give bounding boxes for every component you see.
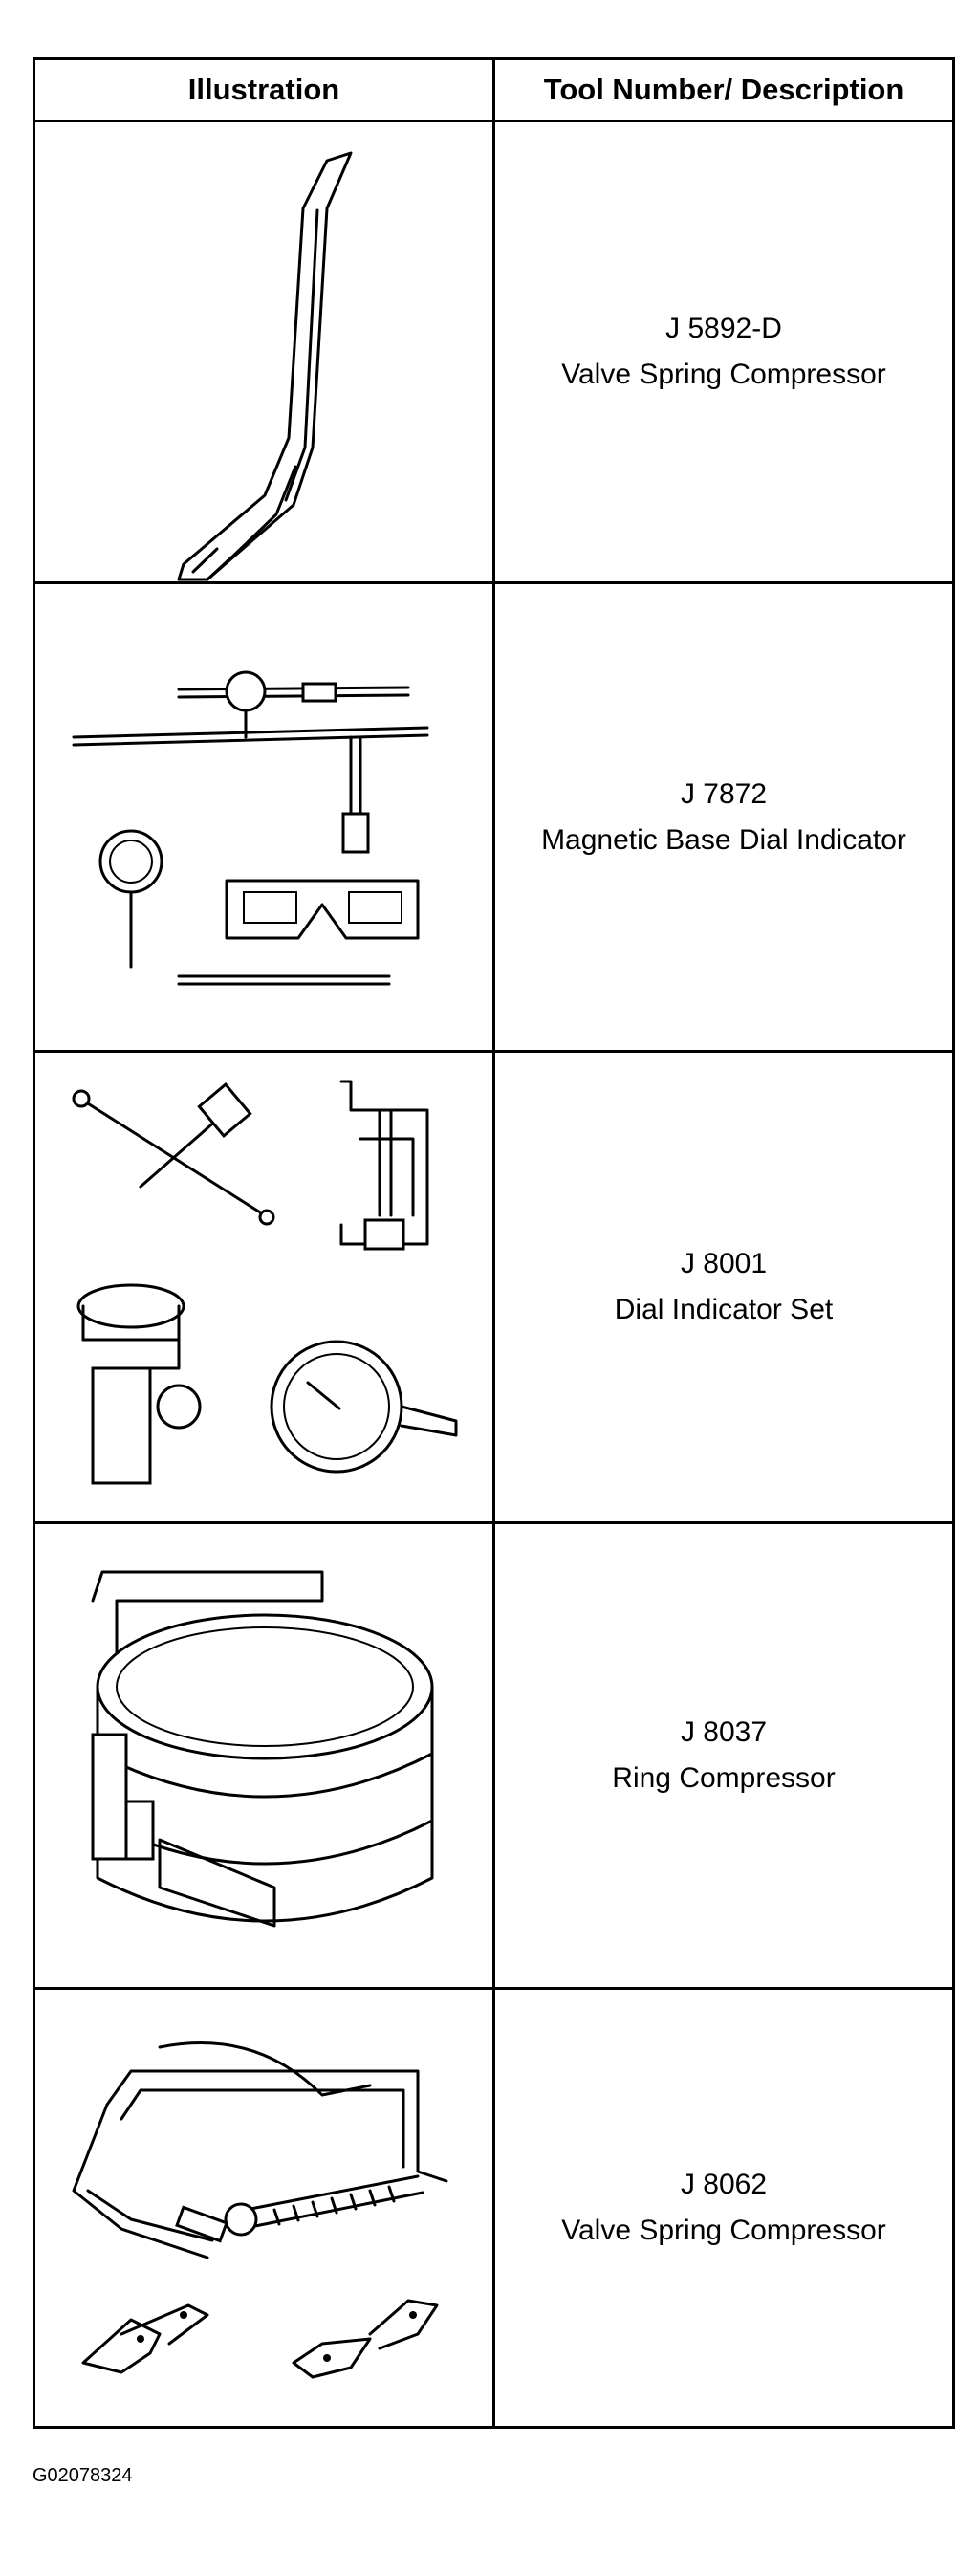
tool-description-cell: J 8037 Ring Compressor bbox=[495, 1524, 952, 1987]
tool-table: Illustration Tool Number/ Description J … bbox=[33, 57, 955, 2429]
figure-id: G02078324 bbox=[33, 2465, 133, 2486]
row-divider bbox=[35, 1521, 952, 1524]
tool-number: J 8001 bbox=[680, 1248, 768, 1279]
row-divider bbox=[35, 581, 952, 584]
row-divider bbox=[35, 1050, 952, 1053]
table-row: J 8062 Valve Spring Compressor bbox=[35, 1990, 952, 2426]
tool-description-cell: J 5892-D Valve Spring Compressor bbox=[495, 122, 952, 581]
tool-description: Magnetic Base Dial Indicator bbox=[541, 823, 906, 856]
table-row: J 5892-D Valve Spring Compressor bbox=[35, 122, 952, 581]
tool-description-cell: J 8062 Valve Spring Compressor bbox=[495, 1990, 952, 2426]
table-row: J 7872 Magnetic Base Dial Indicator bbox=[35, 584, 952, 1050]
header-tool-description: Tool Number/ Description bbox=[543, 73, 904, 106]
table-row: J 8037 Ring Compressor bbox=[35, 1524, 952, 1987]
tool-number: J 8037 bbox=[680, 1716, 768, 1748]
valve-spring-compressor-lever-icon bbox=[35, 122, 492, 581]
tool-description-cell: J 7872 Magnetic Base Dial Indicator bbox=[495, 584, 952, 1050]
header-illustration: Illustration bbox=[187, 73, 340, 106]
tool-description-cell: J 8001 Dial Indicator Set bbox=[495, 1053, 952, 1521]
tool-description: Valve Spring Compressor bbox=[561, 2215, 886, 2246]
tool-description: Ring Compressor bbox=[612, 1762, 836, 1794]
column-divider bbox=[492, 60, 495, 2426]
valve-spring-compressor-c-clamp-icon bbox=[35, 1990, 492, 2426]
row-divider bbox=[35, 120, 952, 122]
ring-compressor-icon bbox=[35, 1524, 492, 1987]
tool-number: J 7872 bbox=[680, 777, 768, 810]
magnetic-base-dial-indicator-icon bbox=[35, 584, 492, 1050]
dial-indicator-set-icon bbox=[35, 1053, 492, 1521]
table-row: J 8001 Dial Indicator Set bbox=[35, 1053, 952, 1521]
tool-number: J 8062 bbox=[680, 2169, 768, 2200]
tool-number: J 5892-D bbox=[665, 313, 782, 344]
row-divider bbox=[35, 1987, 952, 1990]
tool-description: Dial Indicator Set bbox=[614, 1294, 834, 1325]
tool-description: Valve Spring Compressor bbox=[561, 359, 886, 390]
